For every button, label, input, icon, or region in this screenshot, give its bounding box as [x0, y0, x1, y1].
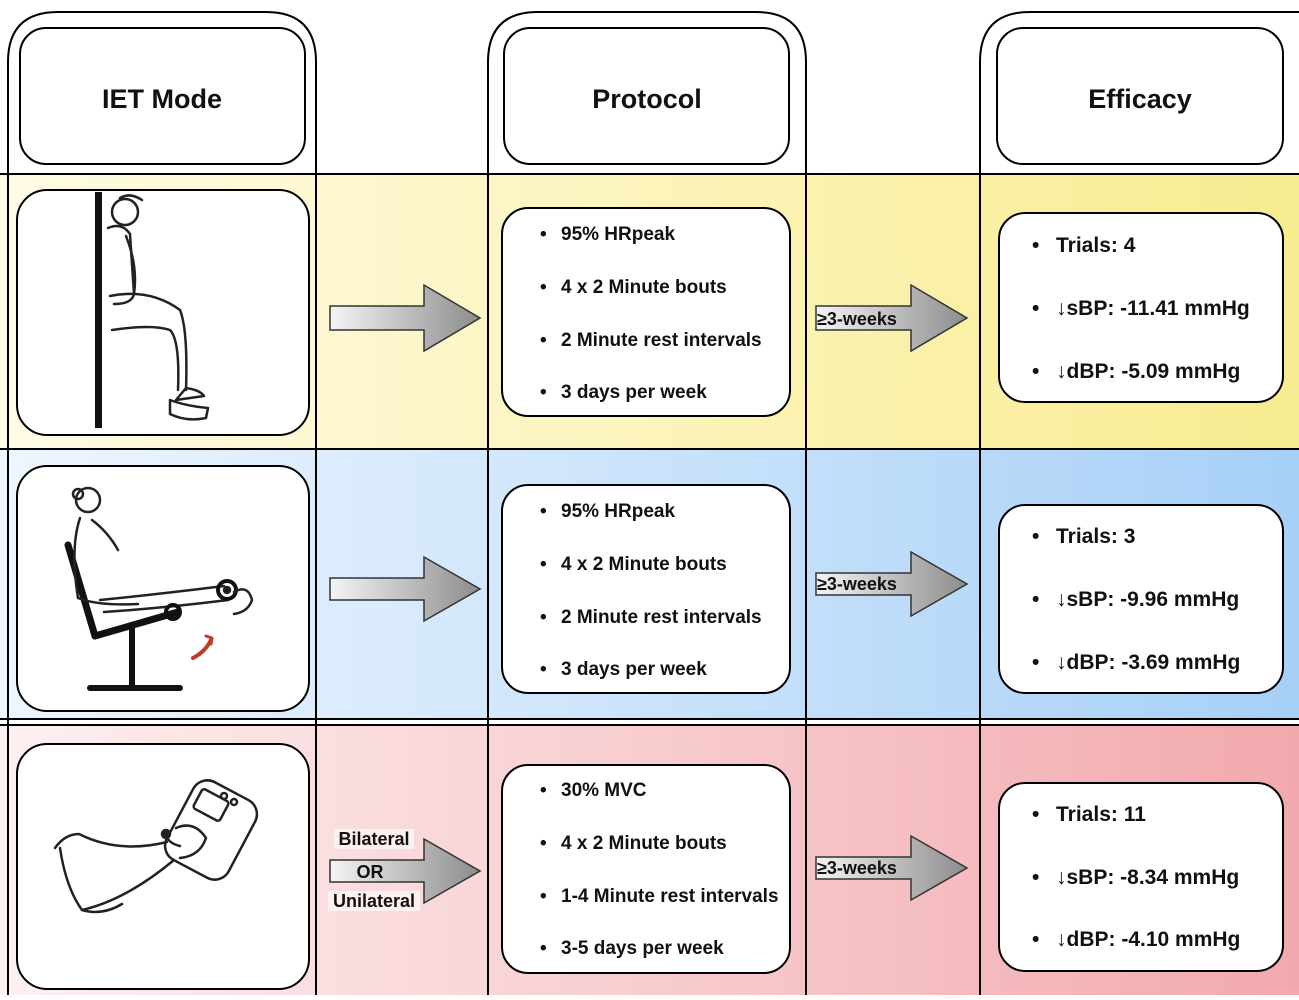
efficacy-card-wall-squat: • Trials: 4 • ↓sBP: -11.41 mmHg • ↓dBP: …	[998, 212, 1284, 403]
column-frame-efficacy	[979, 11, 1299, 995]
protocol-item: 30% MVC	[561, 780, 647, 801]
protocol-bullet: •	[540, 224, 547, 245]
efficacy-bullet: •	[1032, 928, 1039, 951]
efficacy-item: Trials: 11	[1056, 803, 1146, 826]
laterality-option: Unilateral	[333, 891, 415, 911]
column-frame-protocol	[487, 11, 807, 995]
mode-card-handgrip	[16, 743, 310, 990]
protocol-bullet: •	[540, 886, 547, 907]
duration-label: ≥3-weeks	[817, 574, 897, 594]
protocol-bullet: •	[540, 780, 547, 801]
protocol-item: 2 Minute rest intervals	[561, 330, 762, 351]
efficacy-card-leg-extension: • Trials: 3 • ↓sBP: -9.96 mmHg • ↓dBP: -…	[998, 504, 1284, 694]
laterality-connector: OR	[357, 862, 384, 882]
efficacy-bullet: •	[1032, 297, 1039, 320]
protocol-item: 3 days per week	[561, 659, 707, 680]
protocol-card-handgrip: • 30% MVC • 4 x 2 Minute bouts • 1-4 Min…	[501, 764, 791, 974]
efficacy-bullet: •	[1032, 803, 1039, 826]
protocol-item: 4 x 2 Minute bouts	[561, 277, 727, 298]
efficacy-bullet: •	[1032, 651, 1039, 674]
protocol-item: 4 x 2 Minute bouts	[561, 554, 727, 575]
efficacy-item: ↓sBP: -8.34 mmHg	[1056, 866, 1239, 889]
header-protocol-label: Protocol	[592, 84, 702, 114]
protocol-bullet: •	[540, 607, 547, 628]
efficacy-bullet: •	[1032, 866, 1039, 889]
protocol-bullet: •	[540, 382, 547, 403]
efficacy-item: ↓dBP: -3.69 mmHg	[1056, 651, 1240, 674]
duration-arrow: ≥3-weeks	[815, 834, 969, 902]
mode-card-wall-squat	[16, 189, 310, 436]
protocol-bullet: •	[540, 833, 547, 854]
header-efficacy: Efficacy	[996, 27, 1284, 165]
efficacy-item: Trials: 3	[1056, 525, 1135, 548]
wall-squat-figure-icon	[95, 192, 210, 428]
protocol-item: 3-5 days per week	[561, 938, 724, 959]
efficacy-item: ↓sBP: -9.96 mmHg	[1056, 588, 1239, 611]
header-protocol: Protocol	[503, 27, 790, 165]
handgrip-dynamometer-icon	[53, 779, 259, 914]
duration-arrow: ≥3-weeks	[815, 550, 969, 618]
protocol-item: 95% HRpeak	[561, 501, 675, 522]
efficacy-item: Trials: 4	[1056, 234, 1136, 257]
protocol-bullet: •	[540, 554, 547, 575]
protocol-bullet: •	[540, 501, 547, 522]
efficacy-bullet: •	[1032, 234, 1039, 257]
duration-arrow: ≥3-weeks	[815, 283, 969, 353]
protocol-item: 4 x 2 Minute bouts	[561, 833, 727, 854]
protocol-bullet: •	[540, 938, 547, 959]
mode-to-protocol-arrow: Bilateral OR Unilateral	[328, 829, 482, 911]
protocol-item: 2 Minute rest intervals	[561, 607, 762, 628]
efficacy-item: ↓dBP: -4.10 mmHg	[1056, 928, 1240, 951]
efficacy-bullet: •	[1032, 588, 1039, 611]
column-frame-mode	[7, 11, 317, 995]
efficacy-bullet: •	[1032, 525, 1039, 548]
efficacy-card-handgrip: • Trials: 11 • ↓sBP: -8.34 mmHg • ↓dBP: …	[998, 782, 1284, 972]
duration-label: ≥3-weeks	[817, 858, 897, 878]
laterality-label-bg	[334, 829, 414, 849]
header-mode: IET Mode	[19, 27, 306, 165]
mode-to-protocol-arrow	[329, 283, 482, 353]
protocol-bullet: •	[540, 659, 547, 680]
protocol-item: 1-4 Minute rest intervals	[561, 886, 779, 907]
protocol-item: 95% HRpeak	[561, 224, 675, 245]
duration-label: ≥3-weeks	[817, 309, 897, 329]
efficacy-item: ↓sBP: -11.41 mmHg	[1056, 297, 1250, 320]
laterality-option: Bilateral	[338, 829, 409, 849]
protocol-card-wall-squat: • 95% HRpeak • 4 x 2 Minute bouts • 2 Mi…	[501, 207, 791, 417]
leg-extension-figure-icon	[64, 486, 254, 691]
protocol-card-leg-extension: • 95% HRpeak • 4 x 2 Minute bouts • 2 Mi…	[501, 484, 791, 694]
efficacy-bullet: •	[1032, 360, 1039, 383]
mode-card-leg-extension	[16, 465, 310, 712]
header-efficacy-label: Efficacy	[1088, 84, 1192, 114]
efficacy-item: ↓dBP: -5.09 mmHg	[1056, 360, 1240, 383]
laterality-label-bg	[328, 891, 420, 911]
protocol-bullet: •	[540, 277, 547, 298]
protocol-item: 3 days per week	[561, 382, 707, 403]
mode-to-protocol-arrow	[329, 555, 482, 623]
header-mode-label: IET Mode	[102, 84, 222, 114]
protocol-bullet: •	[540, 330, 547, 351]
